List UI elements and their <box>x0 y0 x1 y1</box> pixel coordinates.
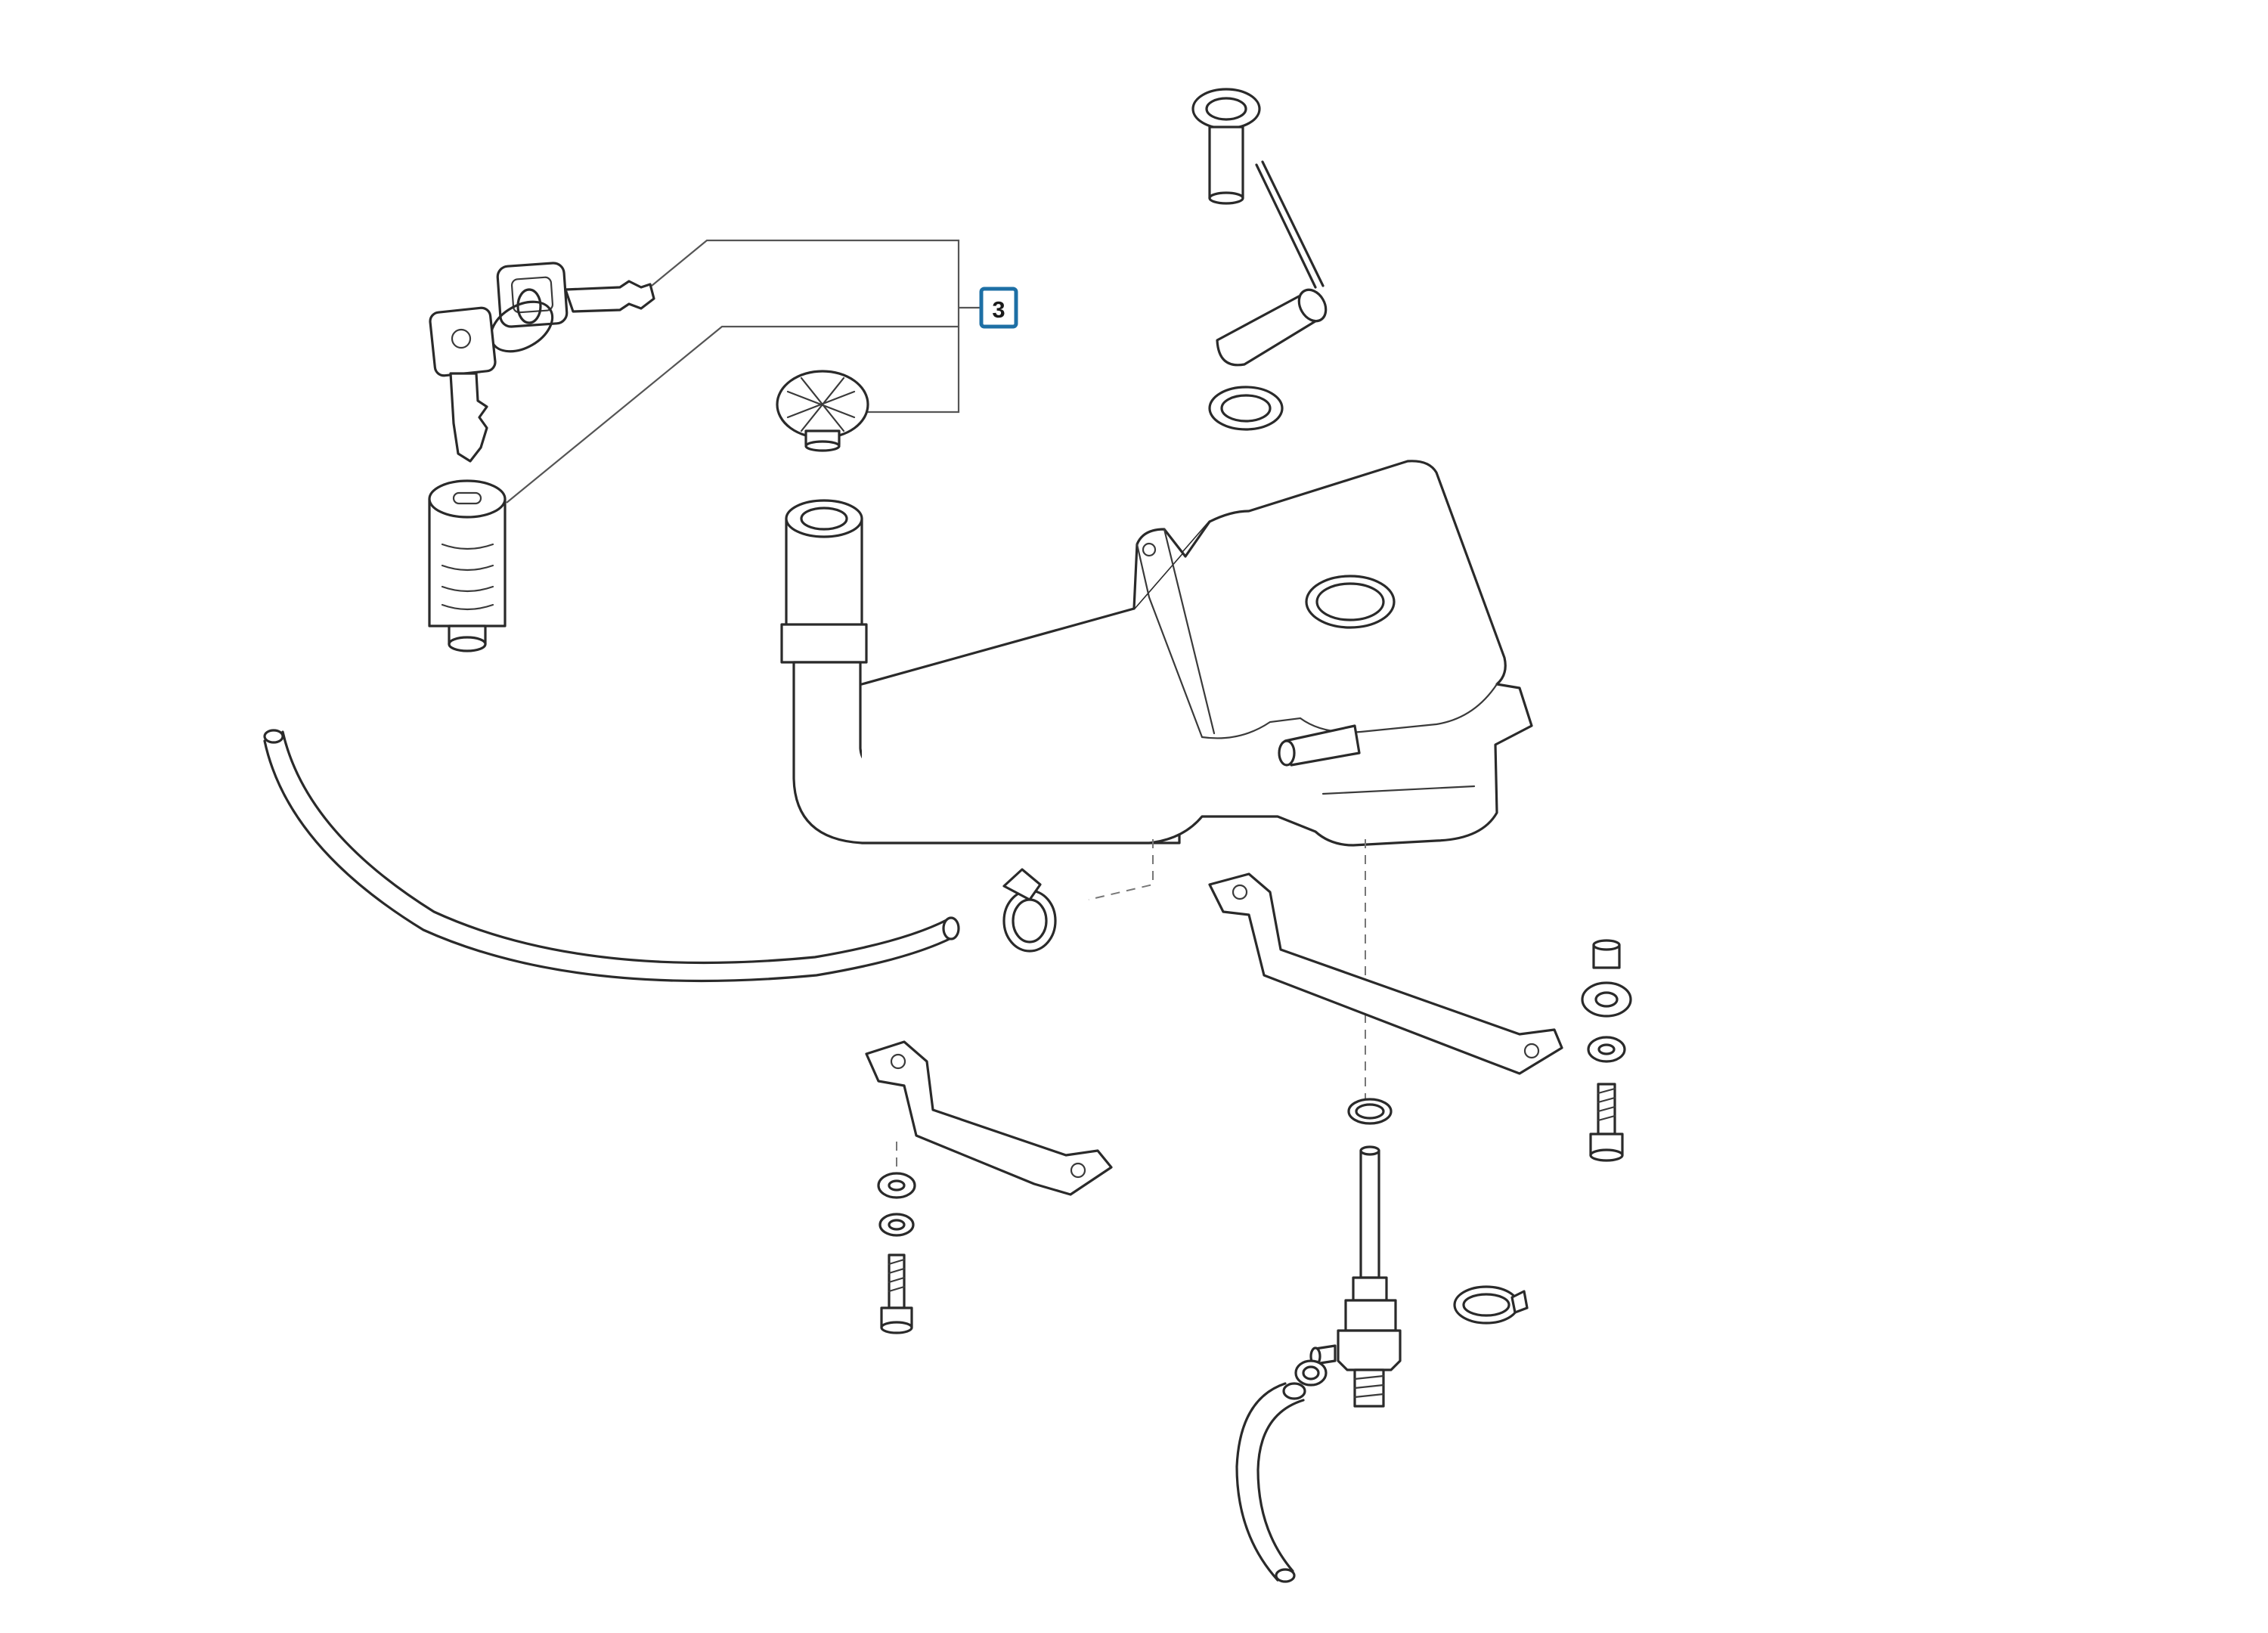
fuel-hose <box>1235 1382 1306 1583</box>
hose-clamp-lower <box>1294 1359 1328 1387</box>
hose-clamp-upper <box>1002 868 1057 953</box>
fastener-stack-left <box>877 1172 916 1334</box>
mounting-bracket-left <box>865 1040 1113 1196</box>
vent-hose <box>263 729 960 983</box>
callout-3-leaders <box>506 239 980 504</box>
sender-gasket <box>1208 386 1284 431</box>
mounting-bracket-right <box>1208 872 1563 1075</box>
callout-3-label: 3 <box>992 296 1005 323</box>
fuel-tap <box>1309 1098 1402 1408</box>
hose-clamp-loose <box>1453 1285 1529 1325</box>
callout-3[interactable]: 3 <box>979 287 1018 329</box>
fastener-stack-right <box>1581 939 1632 1162</box>
fuel-tank <box>780 460 1533 847</box>
fuel-level-sender <box>1191 88 1328 367</box>
filler-cap <box>776 370 869 452</box>
lock-cylinder <box>428 479 507 652</box>
key-set <box>429 262 655 463</box>
